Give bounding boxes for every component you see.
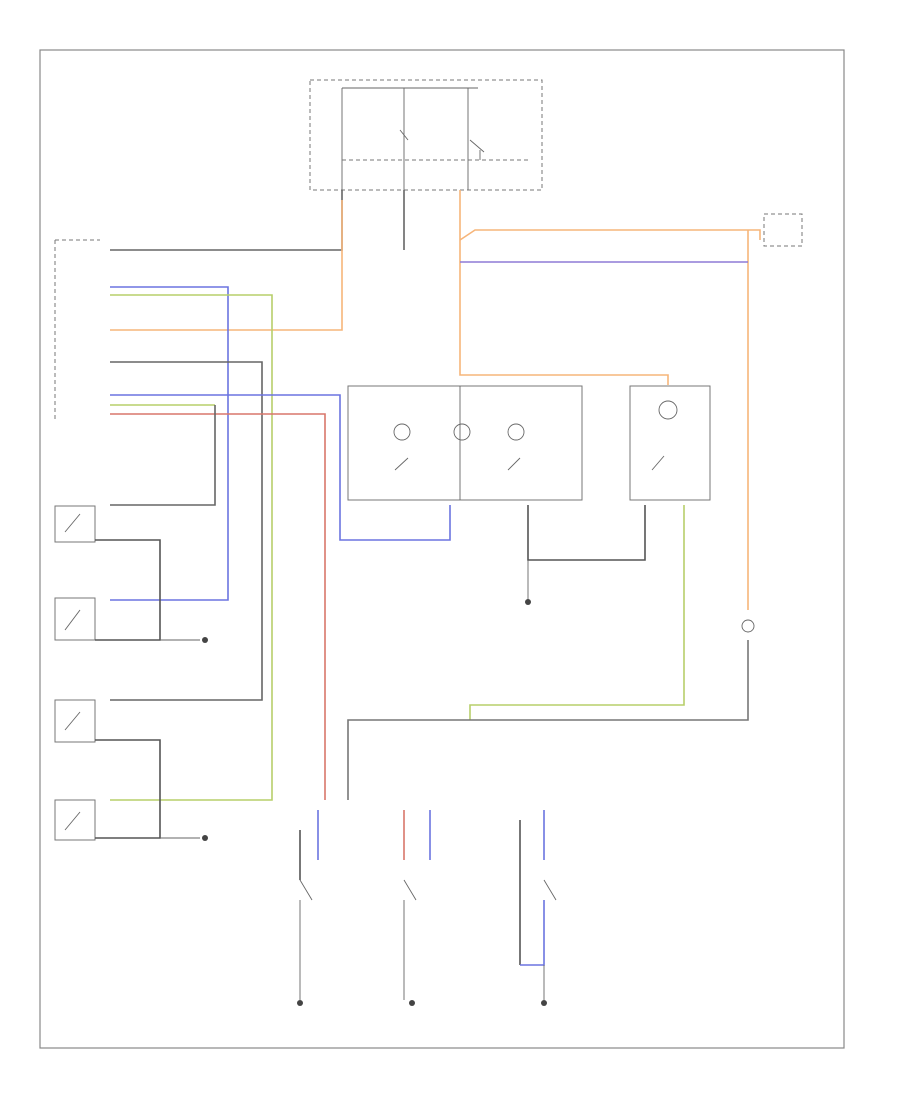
door-switch-rear-left bbox=[54, 699, 96, 743]
wire-gray-8 bbox=[95, 739, 161, 839]
vanity-light bbox=[763, 213, 803, 247]
ground-point-3 bbox=[202, 835, 208, 841]
left-connector-block bbox=[54, 239, 100, 420]
door-switch-rear-right bbox=[54, 799, 96, 841]
wire-green-3 bbox=[469, 505, 685, 720]
wire-gray-7 bbox=[95, 539, 161, 641]
wire-gray-6 bbox=[347, 640, 749, 800]
ground-point-2 bbox=[202, 637, 208, 643]
wire-orange-2 bbox=[459, 190, 669, 385]
wire-blue-1 bbox=[110, 286, 229, 601]
ignition-key-light bbox=[403, 810, 431, 1006]
wire-red-1 bbox=[110, 413, 326, 800]
door-switch-front-left bbox=[54, 505, 96, 543]
ground-point-1 bbox=[525, 599, 531, 605]
wire-green-1 bbox=[110, 294, 273, 801]
wire-orange-3 bbox=[459, 229, 761, 241]
luggage-compartment-light bbox=[741, 619, 755, 633]
underhood-fuse-relay-box bbox=[309, 79, 543, 191]
door-switch-front-right bbox=[54, 597, 96, 641]
wire-gray-1 bbox=[110, 190, 343, 251]
wire-gray-3 bbox=[110, 361, 263, 701]
wire-gray-4 bbox=[110, 405, 216, 506]
wire-blue-2 bbox=[110, 394, 451, 541]
diagram-frame bbox=[39, 49, 845, 1049]
wire-gray-5 bbox=[527, 505, 646, 561]
front-courtesy-light bbox=[519, 810, 557, 1006]
wire-orange-1 bbox=[110, 200, 343, 331]
cargo-area-light bbox=[629, 385, 711, 501]
interior-light-switch bbox=[347, 385, 583, 501]
trunk-light-switch bbox=[297, 810, 319, 1006]
